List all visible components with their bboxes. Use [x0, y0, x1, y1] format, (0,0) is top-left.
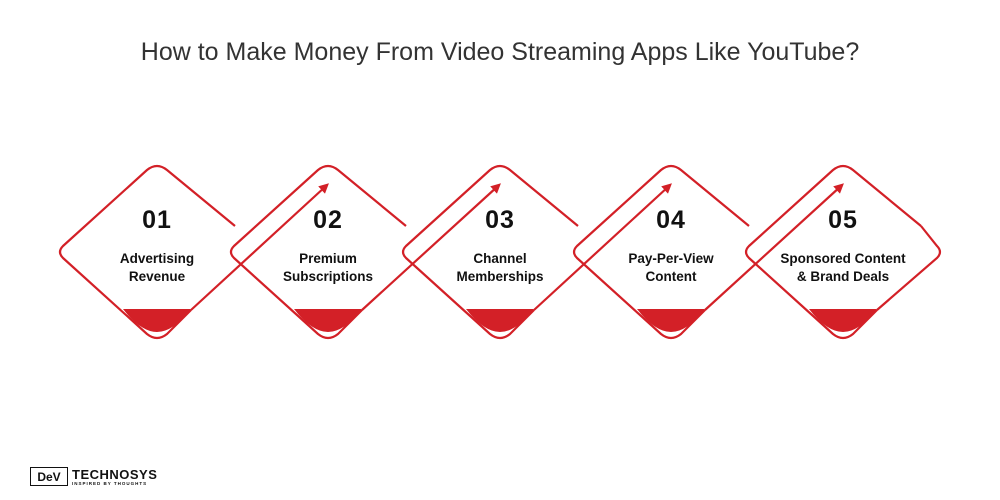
red-base-shape	[294, 309, 362, 332]
logo-name: TECHNOSYS	[72, 467, 158, 482]
connector-arrow-1	[190, 183, 329, 311]
diamond-outline	[229, 164, 407, 340]
step-number-3: 03	[485, 206, 515, 234]
step-label-line2: Memberships	[456, 269, 544, 284]
step-label-line1: Sponsored Content	[780, 251, 906, 266]
step-diamond-5	[744, 164, 942, 340]
red-base-shape	[637, 309, 705, 332]
step-diamond-4	[572, 164, 750, 340]
step-label-line2: Subscriptions	[282, 269, 373, 284]
step-label-line1: Premium	[299, 251, 357, 266]
step-label-5: Sponsored Content & Brand Deals	[768, 250, 918, 286]
diamond-right-tip	[876, 225, 942, 311]
red-base-shape	[466, 309, 534, 332]
red-base-shape	[123, 309, 191, 332]
connector-arrow-2	[361, 183, 501, 311]
step-label-line1: Channel	[473, 251, 527, 266]
step-label-line2: Content	[645, 269, 697, 284]
logo-mark: DeV	[30, 467, 68, 486]
step-number-2: 02	[313, 206, 343, 234]
step-diamond-1	[58, 164, 236, 340]
step-number-1: 01	[142, 206, 172, 234]
connector-arrow-3	[533, 183, 672, 311]
red-base-shape	[809, 309, 877, 332]
page-title: How to Make Money From Video Streaming A…	[140, 38, 860, 66]
step-label-line2: Revenue	[128, 269, 186, 284]
step-label-line2: & Brand Deals	[796, 269, 890, 284]
step-number-4: 04	[656, 206, 686, 234]
connector-arrow-4	[704, 183, 844, 311]
step-number-5: 05	[828, 206, 858, 234]
diamond-outline	[744, 164, 922, 340]
diamond-outline	[401, 164, 579, 340]
step-label-line1: Advertising	[119, 251, 195, 266]
diamond-outline	[572, 164, 750, 340]
logo-tagline: INSPIRED BY THOUGHTS	[72, 481, 148, 486]
diamond-outline	[58, 164, 236, 340]
step-diamond-3	[401, 164, 579, 340]
brand-logo: DeV TECHNOSYS INSPIRED BY THOUGHTS	[30, 466, 160, 490]
step-diamond-2	[229, 164, 407, 340]
step-label-line1: Pay-Per-View	[628, 251, 714, 266]
